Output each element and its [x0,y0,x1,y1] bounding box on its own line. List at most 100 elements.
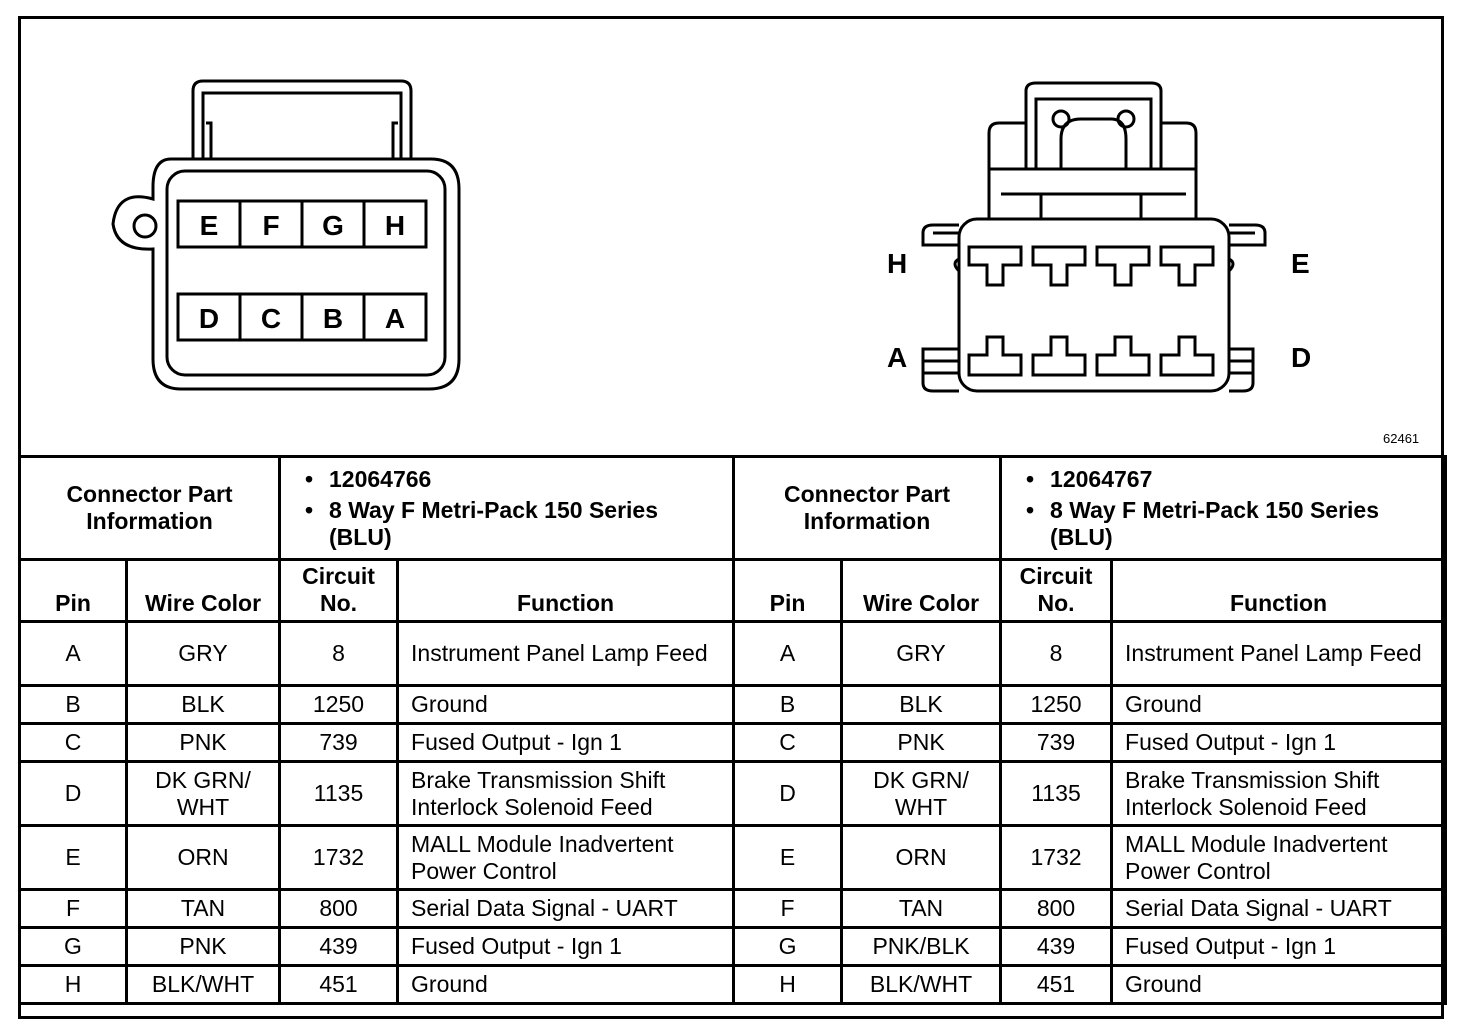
pin-label: C [261,303,281,334]
wire-color: TAN [840,888,1003,929]
wire-color: BLK/WHT [124,964,282,1005]
terminal-cavity [1095,245,1151,287]
wire-color: PNK/BLK [840,926,1003,967]
wire-color: PNK [124,722,282,763]
terminal-cavity [1159,245,1215,287]
header-circuit: Circuit No. [999,558,1114,623]
pin: D [732,760,844,827]
terminal-cavity [1031,335,1087,377]
function: Fused Output - Ign 1 [1110,722,1448,763]
pin: D [18,760,128,827]
pin: B [18,684,128,725]
function: MALL Module Inadvertent Power Control [396,824,736,891]
pin-label: E [200,210,219,241]
pin-label: G [322,210,344,241]
pin: H [732,964,844,1005]
function: Ground [396,964,736,1005]
pin: G [732,926,844,967]
function: Fused Output - Ign 1 [396,722,736,763]
terminal-cavity [1095,335,1151,377]
pin: F [732,888,844,929]
pin-label: D [199,303,219,334]
pin-label: A [385,303,405,334]
pin-label-h: H [887,248,907,279]
pin: A [18,620,128,687]
header-function: Function [396,558,736,623]
left-part-description: 8 Way F Metri-Pack 150 Series (BLU) [305,497,724,551]
terminal-cavity [967,335,1023,377]
left-part-info-label: Connector Part Information [17,455,282,561]
header-function: Function [1110,558,1448,623]
pin-cavity [362,199,428,249]
right-connector-top-row [967,245,1215,287]
figure-id: 62461 [1383,431,1420,446]
circuit-number: 1732 [278,824,400,891]
circuit-number: 8 [999,620,1114,687]
wire-color: TAN [124,888,282,929]
header-wire-color: Wire Color [124,558,282,623]
wire-color: DK GRN/ WHT [124,760,282,827]
pin: H [18,964,128,1005]
function: Ground [1110,684,1448,725]
circuit-number: 739 [999,722,1114,763]
header-circuit: Circuit No. [278,558,400,623]
function: Brake Transmission Shift Interlock Solen… [396,760,736,827]
pin: C [18,722,128,763]
header-wire-color: Wire Color [840,558,1003,623]
connector-table: Connector Part Information 12064766 8 Wa… [17,455,1448,1005]
circuit-number: 1250 [999,684,1114,725]
function: Serial Data Signal - UART [1110,888,1448,929]
circuit-number: 800 [278,888,400,929]
circuit-number: 1135 [999,760,1114,827]
circuit-number: 439 [278,926,400,967]
left-part-number: 12064766 [305,466,724,493]
right-connector-bottom-row [967,335,1215,377]
function: Ground [396,684,736,725]
pin-cavity [362,292,428,342]
column-header-row: Pin Wire Color Circuit No. Function Pin … [18,558,1448,623]
wire-color: PNK [840,722,1003,763]
function: Serial Data Signal - UART [396,888,736,929]
header-pin: Pin [732,558,844,623]
circuit-number: 800 [999,888,1114,929]
pin: G [18,926,128,967]
right-part-number: 12064767 [1026,466,1436,493]
circuit-number: 739 [278,722,400,763]
pin-label: F [262,210,279,241]
function: Instrument Panel Lamp Feed [396,620,736,687]
function: Fused Output - Ign 1 [1110,926,1448,967]
right-part-description: 8 Way F Metri-Pack 150 Series (BLU) [1026,497,1436,551]
pin: E [732,824,844,891]
pin-label-d: D [1291,342,1311,373]
wire-color: DK GRN/ WHT [840,760,1003,827]
circuit-number: 8 [278,620,400,687]
pin-label: H [385,210,405,241]
right-connector [921,81,1267,393]
circuit-number: 439 [999,926,1114,967]
wire-color: PNK [124,926,282,967]
left-connector [111,79,461,391]
wire-color: GRY [124,620,282,687]
circuit-number: 451 [278,964,400,1005]
pin-label-e: E [1291,248,1310,279]
wire-color: BLK [840,684,1003,725]
terminal-cavity [1159,335,1215,377]
left-connector-top-row: E F G H [176,199,428,249]
pin: E [18,824,128,891]
pin-label-a: A [887,342,907,373]
circuit-number: 1732 [999,824,1114,891]
terminal-cavity [967,245,1023,287]
function: Instrument Panel Lamp Feed [1110,620,1448,687]
left-part-info: 12064766 8 Way F Metri-Pack 150 Series (… [278,455,736,561]
function: Fused Output - Ign 1 [396,926,736,967]
circuit-number: 1135 [278,760,400,827]
part-info-row: Connector Part Information 12064766 8 Wa… [17,455,1448,561]
